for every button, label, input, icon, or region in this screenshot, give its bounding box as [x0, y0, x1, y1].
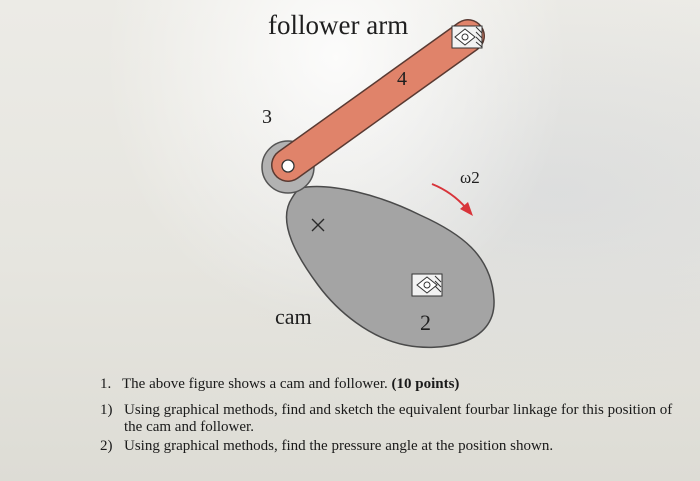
- problem-body: The above figure shows a cam and followe…: [122, 376, 459, 393]
- subquestion-number: 2): [100, 438, 113, 454]
- problem-number: 1.: [100, 376, 112, 392]
- subquestion-2: 2) Using graphical methods, find the pre…: [100, 438, 680, 455]
- subquestion-text: Using graphical methods, find and sketch…: [124, 402, 673, 435]
- cam-follower-figure: [261, 19, 495, 348]
- problem-points: (10 points): [391, 376, 460, 392]
- link-4-label: 4: [397, 68, 407, 90]
- link-3-label: 3: [262, 106, 272, 128]
- cam-label: cam: [275, 304, 312, 329]
- problem-statement: 1. The above figure shows a cam and foll…: [100, 376, 680, 393]
- link-2-label: 2: [420, 310, 431, 335]
- subquestion-text: Using graphical methods, find the pressu…: [124, 438, 554, 454]
- omega-label: ω2: [460, 168, 480, 187]
- problem-statement-text: The above figure shows a cam and followe…: [122, 376, 388, 392]
- follower-ground-pivot: [451, 25, 483, 49]
- problem-text: 1. The above figure shows a cam and foll…: [100, 376, 680, 457]
- cam-center-cross: [311, 218, 325, 232]
- cam-ground-pivot: [411, 273, 443, 297]
- subquestion-1: 1) Using graphical methods, find and ske…: [100, 402, 680, 436]
- angular-velocity-arrow: [431, 183, 473, 216]
- follower-arm: [271, 19, 485, 182]
- figure-title: follower arm: [268, 10, 409, 40]
- roller-pin: [281, 159, 295, 173]
- subquestion-number: 1): [100, 402, 113, 418]
- cam-shape: [285, 185, 495, 348]
